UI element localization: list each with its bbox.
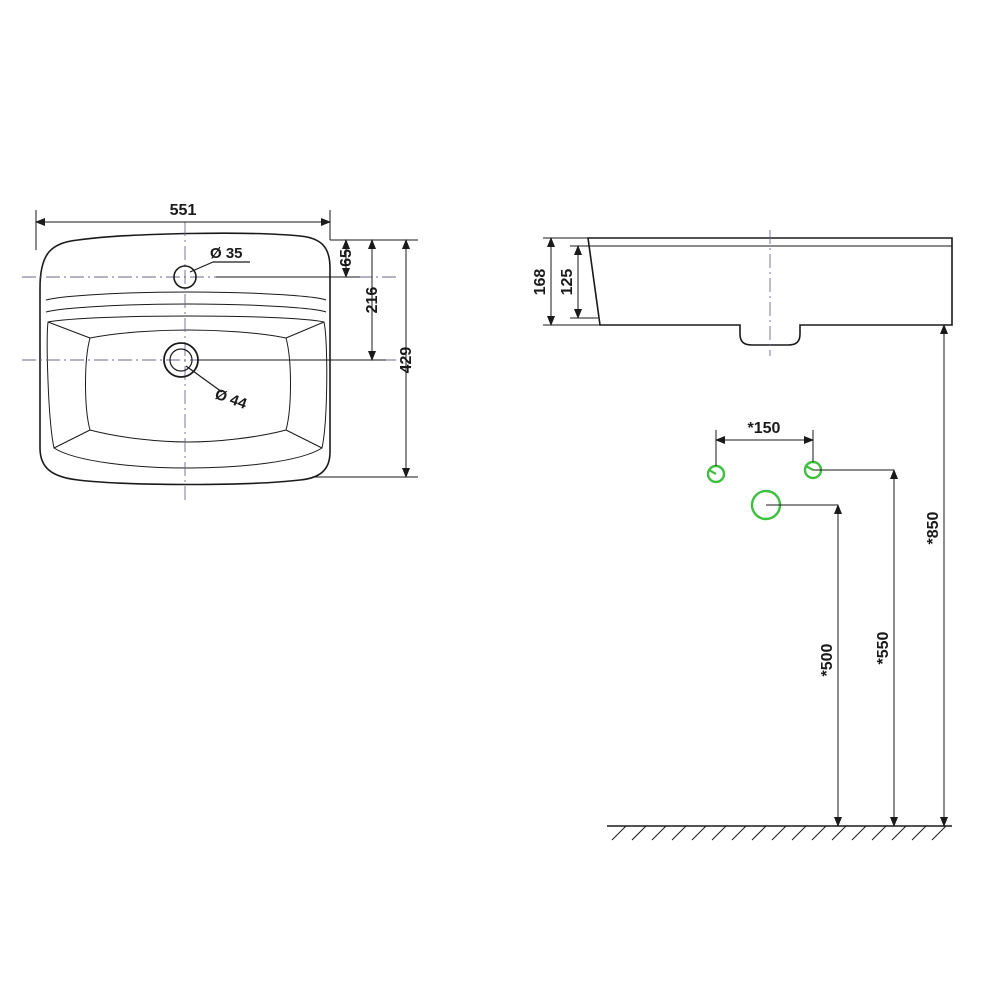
depth-dimension	[312, 239, 418, 478]
tap-offset-label: 65	[338, 249, 355, 267]
basin-front-details	[587, 237, 952, 326]
bowl-depth-label: 125	[559, 269, 576, 296]
drain-diameter-leader	[185, 365, 223, 393]
total-height-dimension	[543, 237, 600, 326]
connector-spacing-label: *150	[748, 420, 781, 437]
width-dimension-label: 551	[170, 202, 197, 219]
basin-front-profile	[587, 237, 953, 346]
waste-height-label: *550	[875, 631, 892, 664]
rim-front-line-2	[45, 303, 327, 313]
tap-hole	[173, 265, 197, 289]
bowl-blend-4	[285, 321, 325, 339]
supply-connector-stems	[708, 465, 814, 475]
supply-height-dimension	[766, 504, 842, 827]
left-taper-edge	[587, 237, 601, 326]
connector-spacing-dimension	[715, 430, 814, 466]
stem-right	[805, 465, 814, 471]
tap-hole-diameter-label: Ø 35	[210, 245, 243, 262]
width-dimension	[35, 210, 331, 250]
basin-height-dimension	[940, 324, 952, 827]
bowl-outer-contour	[46, 315, 328, 469]
supply-height-label: *500	[819, 643, 836, 676]
installation-view-group: *150	[607, 324, 952, 841]
basin-inner-contours	[45, 291, 328, 469]
bowl-inner-contour	[85, 329, 291, 443]
tap-hole-diameter-leader	[189, 261, 250, 273]
floor-hatching	[611, 825, 947, 841]
stem-left	[708, 469, 717, 475]
basin-front-outline	[587, 237, 953, 346]
supply-connectors	[706, 460, 823, 521]
bowl-blend-2	[285, 429, 323, 449]
bowl-blend-3	[47, 321, 91, 339]
depth-dimension-label: 429	[398, 347, 415, 374]
drain-offset-label: 216	[364, 287, 381, 314]
top-view-group: Ø 35 Ø 44 551 65	[22, 202, 418, 500]
bowl-blend-1	[53, 429, 91, 449]
front-view-group: 125 168	[532, 230, 953, 356]
drain-diameter-label: Ø 44	[213, 386, 250, 413]
rim-front-line	[45, 291, 327, 301]
waste-height-dimension	[813, 469, 898, 827]
bowl-depth-dimension	[570, 245, 598, 319]
basin-height-label: *850	[925, 511, 942, 544]
total-height-label: 168	[532, 269, 549, 296]
